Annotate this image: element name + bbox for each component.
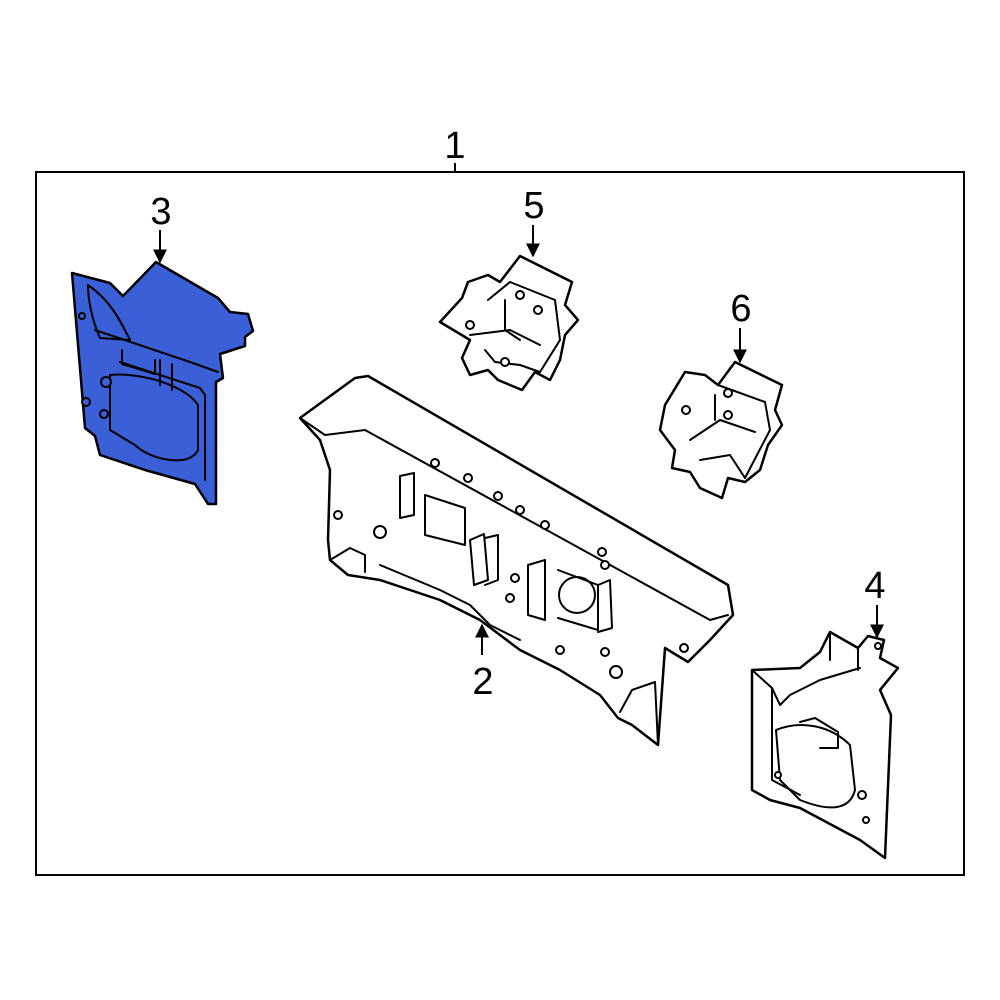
callout-5-label: 5 (523, 185, 544, 227)
part-3-hole (78, 312, 86, 320)
part-3-shape[interactable] (70, 260, 255, 506)
part-4-outline (750, 630, 900, 860)
callout-4-label: 4 (864, 565, 885, 607)
callout-6-label: 6 (730, 288, 751, 330)
callout-2-label: 2 (472, 661, 493, 703)
part-2-outline (298, 374, 735, 747)
part-3-hole (81, 397, 91, 407)
part-6-outline (658, 360, 784, 500)
part-2-shape[interactable] (298, 374, 735, 747)
part-5-shape[interactable] (438, 254, 580, 392)
part-3-hole (100, 376, 112, 388)
part-4-shape[interactable] (750, 630, 900, 860)
callout-1-label: 1 (444, 125, 465, 167)
part-6-shape[interactable] (658, 360, 784, 500)
assembly-frame (35, 171, 965, 876)
callout-3-label: 3 (150, 191, 171, 233)
part-3-hole (99, 409, 109, 419)
part-5-outline (438, 254, 580, 392)
